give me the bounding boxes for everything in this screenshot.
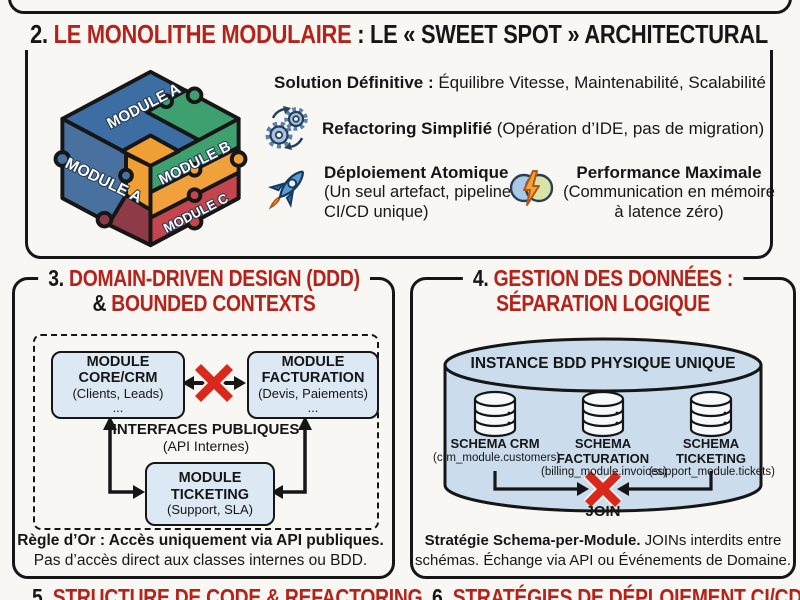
database-cylinder-diagram: INSTANCE BDD PHYSIQUE UNIQUE SCHEMA CRM … xyxy=(433,335,775,527)
database-icon-crm xyxy=(473,390,517,438)
section3-title-line1: DOMAIN-DRIVEN DESIGN (DDD) xyxy=(68,265,360,291)
section4-box: 4. GESTION DES DONNÉES : SÉPARATION LOGI… xyxy=(410,265,796,579)
schema-crm-label: SCHEMA CRM (crm_module.customers) xyxy=(433,436,561,464)
schema-facturation-name: SCHEMA FACTURATION xyxy=(556,436,650,466)
database-stack-icons xyxy=(473,390,733,438)
refactoring-bold: Refactoring Simplifié xyxy=(322,119,493,138)
strategy-mid: JOINs interdits entre xyxy=(640,532,782,549)
deployment-bold: Déploiement Atomique xyxy=(324,163,509,182)
interfaces-publiques-label: INTERFACES PUBLIQUES (API Internes) xyxy=(75,421,337,454)
strategy-line2: schémas. Échange via API ou Événements d… xyxy=(415,552,792,569)
schema-facturation-label: SCHEMA FACTURATION (billing_module.invoi… xyxy=(541,436,667,479)
module-core-detail: (Clients, Leads) ... xyxy=(72,385,164,416)
section2-number: 2. xyxy=(30,19,48,49)
ddd-arrows-layer xyxy=(103,362,312,499)
schema-ticketing-detail: (support_module.tickets) xyxy=(649,466,775,479)
section3-box: 3. DOMAIN-DRIVEN DESIGN (DDD) & BOUNDED … xyxy=(12,265,395,579)
module-ticketing-box: MODULE TICKETING (Support, SLA) xyxy=(145,462,275,526)
gears-refresh-icon xyxy=(265,106,308,150)
schema-ticketing-name: SCHEMA TICKETING xyxy=(675,436,747,466)
interfaces-detail: (API Internes) xyxy=(162,438,250,455)
section2-title: 2. LE MONOLITHE MODULAIRE : LE « SWEET S… xyxy=(19,19,779,50)
section3-amp: & xyxy=(91,290,106,317)
strategy-bold: Stratégie Schema-per-Module. xyxy=(424,532,641,549)
module-ticketing-name: MODULE TICKETING xyxy=(170,470,250,503)
api-arrow-right xyxy=(271,416,312,499)
schema-facturation-detail: (billing_module.invoices) xyxy=(541,466,667,479)
section2-box: 2. LE MONOLITHE MODULAIRE : LE « SWEET S… xyxy=(19,19,779,259)
section5-title-text: STRUCTURE DE CODE & REFACTORING xyxy=(52,584,423,600)
section2-title-rest: : LE « SWEET SPOT » ARCHITECTURAL xyxy=(351,19,768,49)
previous-section-box-edge xyxy=(8,0,792,14)
interfaces-bold: INTERFACES PUBLIQUES xyxy=(112,421,300,438)
module-facturation-detail: (Devis, Paiements) ... xyxy=(258,385,368,416)
database-icon-facturation xyxy=(581,390,625,438)
rocket-icon xyxy=(267,170,305,210)
section2-title-red: LE MONOLITHE MODULAIRE xyxy=(53,19,352,49)
deployment-feature: Déploiement Atomique (Un seul artefact, … xyxy=(324,163,534,222)
schema-ticketing-label: SCHEMA TICKETING (support_module.tickets… xyxy=(649,436,775,479)
module-core-name: MODULE CORE/CRM xyxy=(78,354,158,387)
cylinder-shapes-layer xyxy=(443,337,763,513)
section4-title-line1: GESTION DES DONNÉES : xyxy=(493,265,734,291)
module-facturation-box: MODULE FACTURATION (Devis, Paiements) ..… xyxy=(247,351,379,419)
section4-title: 4. GESTION DES DONNÉES : SÉPARATION LOGI… xyxy=(462,265,744,317)
section5-number: 5. xyxy=(32,584,48,600)
red-x-join-forbidden-icon xyxy=(583,469,623,509)
golden-rule-text: Règle d’Or : Accès uniquement via API pu… xyxy=(15,531,386,571)
section6-title-text: STRATÉGIES DE DÉPLOIEMENT CI/CD xyxy=(452,584,800,600)
section3-number: 3. xyxy=(47,265,64,291)
red-x-forbidden-icon xyxy=(193,362,235,404)
puzzle-cube-illustration: MODULE A MODULE A MODULE B MODULE C xyxy=(53,69,248,248)
section4-title-line2: SÉPARATION LOGIQUE xyxy=(496,290,710,317)
solution-line: Solution Définitive : Équilibre Vitesse,… xyxy=(274,73,766,93)
schema-crm-name: SCHEMA CRM xyxy=(450,436,540,451)
solution-rest: Équilibre Vitesse, Maintenabilité, Scala… xyxy=(433,73,766,92)
module-core-crm-box: MODULE CORE/CRM (Clients, Leads) ... xyxy=(51,351,185,419)
schema-crm-detail: (crm_module.customers) xyxy=(433,451,561,464)
api-arrow-left xyxy=(103,416,145,499)
golden-rule-rest: Pas d’accès direct aux classes internes … xyxy=(33,552,368,569)
section6-title: 6. STRATÉGIES DE DÉPLOIEMENT CI/CD xyxy=(432,584,800,600)
refactoring-rest: (Opération d’IDE, pas de migration) xyxy=(492,119,765,138)
section3-title: 3. DOMAIN-DRIVEN DESIGN (DDD) & BOUNDED … xyxy=(37,265,370,317)
refactoring-line: Refactoring Simplifié (Opération d’IDE, … xyxy=(322,119,764,139)
performance-detail: (Communication en mémoire à latence zéro… xyxy=(563,183,775,221)
bdd-instance-cylinder xyxy=(443,337,763,513)
strategy-text: Stratégie Schema-per-Module. JOINs inter… xyxy=(415,531,791,571)
join-arrows xyxy=(493,471,713,496)
section6-number: 6. xyxy=(432,584,448,600)
solution-bold: Solution Définitive : xyxy=(274,73,434,92)
section3-title-line2: BOUNDED CONTEXTS xyxy=(110,290,316,317)
bdd-instance-label: INSTANCE BDD PHYSIQUE UNIQUE xyxy=(470,355,736,372)
bounded-context-pane: MODULE CORE/CRM (Clients, Leads) ... MOD… xyxy=(33,334,379,530)
performance-feature: Performance Maximale (Communication en m… xyxy=(560,163,778,222)
section5-title: 5. STRUCTURE DE CODE & REFACTORING xyxy=(32,584,423,600)
golden-rule-bold: Règle d’Or : Accès uniquement via API pu… xyxy=(17,532,384,549)
performance-bold: Performance Maximale xyxy=(576,163,762,182)
module-facturation-name: MODULE FACTURATION xyxy=(261,354,365,387)
database-icon-ticketing xyxy=(689,390,733,438)
section4-number: 4. xyxy=(472,265,489,291)
brain-lightning-icon xyxy=(509,170,554,206)
join-label: JOIN xyxy=(585,503,621,520)
module-ticketing-detail: (Support, SLA) xyxy=(167,501,253,517)
deployment-detail: (Un seul artefact, pipeline CI/CD unique… xyxy=(324,183,512,221)
